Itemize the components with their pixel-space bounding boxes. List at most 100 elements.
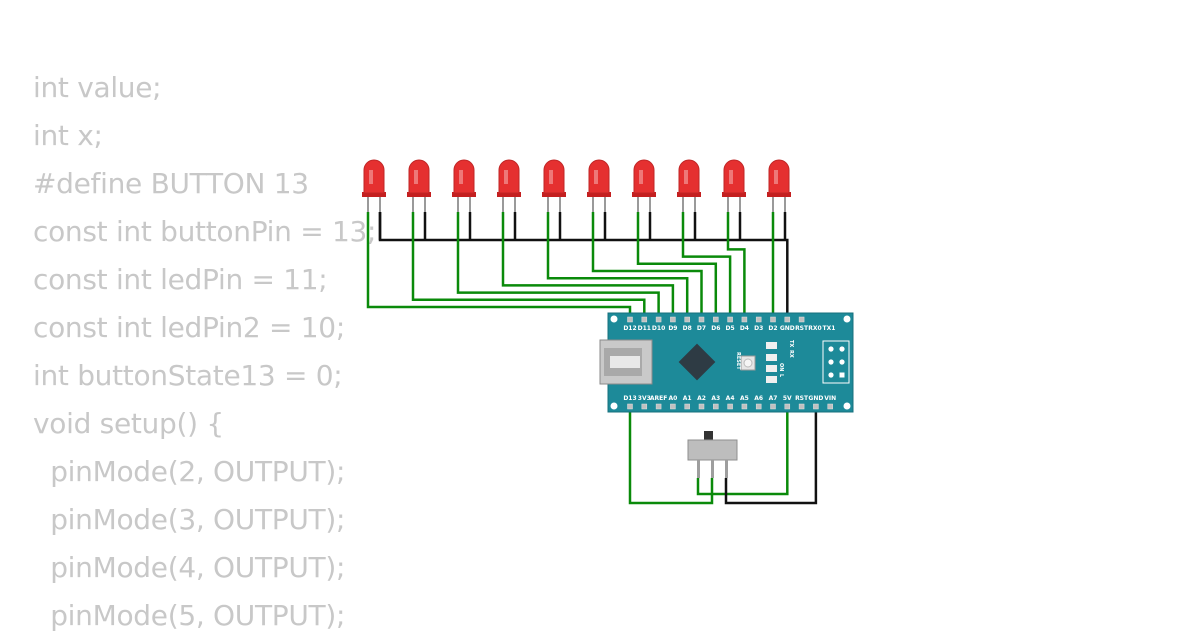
code-line: pinMode(3, OUTPUT); [33,503,346,536]
pin-label-top: D3 [754,325,763,332]
pin-header-bottom[interactable] [770,403,776,410]
pin-label-top: D2 [768,325,777,332]
led[interactable] [632,159,656,212]
pin-label-top: RST [795,325,809,332]
onboard-leds [766,342,777,383]
led[interactable] [452,159,476,212]
led-label-rx: RX [788,350,794,358]
switch-5v-wire [696,408,789,496]
pin-label-top: D8 [683,325,692,332]
led-signal-wire [501,212,675,318]
led-signal-wire [636,212,718,318]
pin-label-bottom: A3 [711,395,720,402]
pin-label-top: TX1 [823,325,836,332]
pin-label-bottom: A2 [697,395,706,402]
code-line: int x; [33,119,103,152]
pin-header-bottom[interactable] [727,403,733,410]
pin-label-top: D6 [711,325,720,332]
icsp-header [822,340,850,384]
pin-header-top[interactable] [713,316,719,323]
pin-header-top[interactable] [755,316,762,323]
led[interactable] [497,159,521,212]
pin-label-top: D11 [638,325,651,332]
led[interactable] [677,159,701,212]
pin-header-bottom[interactable] [627,403,633,410]
pin-header-top[interactable] [627,316,633,323]
pin-header-bottom[interactable] [784,403,791,410]
pin-header-bottom[interactable] [684,403,690,410]
pin-header-top[interactable] [727,316,733,323]
led-label-on: ON [778,363,784,371]
code-line: const int buttonPin = 13; [33,215,377,248]
led[interactable] [767,159,791,212]
pin-label-bottom: 3V3 [638,395,651,402]
led[interactable] [587,159,611,212]
pin-header-top[interactable] [741,316,748,323]
pin-label-bottom: AREF [650,395,667,402]
ground-bus-wire [378,212,789,318]
pin-header-bottom[interactable] [741,403,748,410]
pin-label-bottom: A4 [726,395,735,402]
pin-label-top: GND [780,325,795,332]
pin-label-top: D5 [726,325,735,332]
pin-label-bottom: A5 [740,395,749,402]
pin-label-bottom: A7 [769,395,778,402]
led-signal-wire [681,212,732,318]
led[interactable] [542,159,566,212]
code-line: pinMode(2, OUTPUT); [33,455,346,488]
code-line: int value; [33,71,162,104]
led-signal-wire [456,212,660,318]
code-line: const int ledPin = 11; [33,263,328,296]
pin-header-top[interactable] [784,316,791,323]
code-line: pinMode(5, OUTPUT); [33,599,346,632]
led-label-l: L [778,374,784,378]
code-line: #define BUTTON 13 [33,167,309,200]
code-editor: int value; int x; #define BUTTON 13 const i… [33,64,376,640]
led[interactable] [722,159,746,212]
pin-header-bottom[interactable] [655,403,662,410]
switch-d13-wire [628,408,714,505]
pin-header-bottom[interactable] [670,403,676,410]
led-signal-wire [411,212,646,318]
led-signal-wire [546,212,689,318]
pin-label-bottom: GND [808,395,823,402]
reset-button[interactable] [740,355,756,371]
pin-header-bottom[interactable] [827,403,833,410]
switch-gnd-wire [724,408,818,505]
pin-label-top: D10 [652,325,665,332]
pin-header-bottom[interactable] [713,403,719,410]
led-signal-wire [591,212,703,318]
pin-header-top[interactable] [698,316,705,323]
pin-header-top[interactable] [770,316,776,323]
pin-header-bottom[interactable] [798,403,805,410]
reset-label: RESET [735,352,741,370]
pin-header-top[interactable] [655,316,662,323]
pin-label-bottom: A6 [754,395,763,402]
led-signal-wire [726,212,746,318]
code-line: int buttonState13 = 0; [33,359,343,392]
pin-label-bottom: A1 [683,395,692,402]
pin-header-bottom[interactable] [755,403,762,410]
usb-port [599,339,653,385]
pin-header-top[interactable] [641,316,648,323]
pin-label-top: D7 [697,325,706,332]
pin-header-bottom[interactable] [813,403,819,410]
pin-header-top[interactable] [670,316,676,323]
slide-switch[interactable] [687,431,738,478]
led[interactable] [407,159,431,212]
pin-header-bottom[interactable] [698,403,705,410]
wires [366,212,818,505]
pin-label-bottom: VIN [824,395,836,402]
pin-label-top: D9 [668,325,677,332]
pin-label-bottom: 5V [783,395,792,402]
pin-header-top[interactable] [684,316,690,323]
pin-label-bottom: D13 [623,395,636,402]
code-line: const int ledPin2 = 10; [33,311,345,344]
led[interactable] [362,159,386,212]
pin-label-bottom: RST [795,395,809,402]
pin-label-top: RX0 [808,325,821,332]
pin-header-top[interactable] [798,316,805,323]
pin-header-bottom[interactable] [641,403,648,410]
